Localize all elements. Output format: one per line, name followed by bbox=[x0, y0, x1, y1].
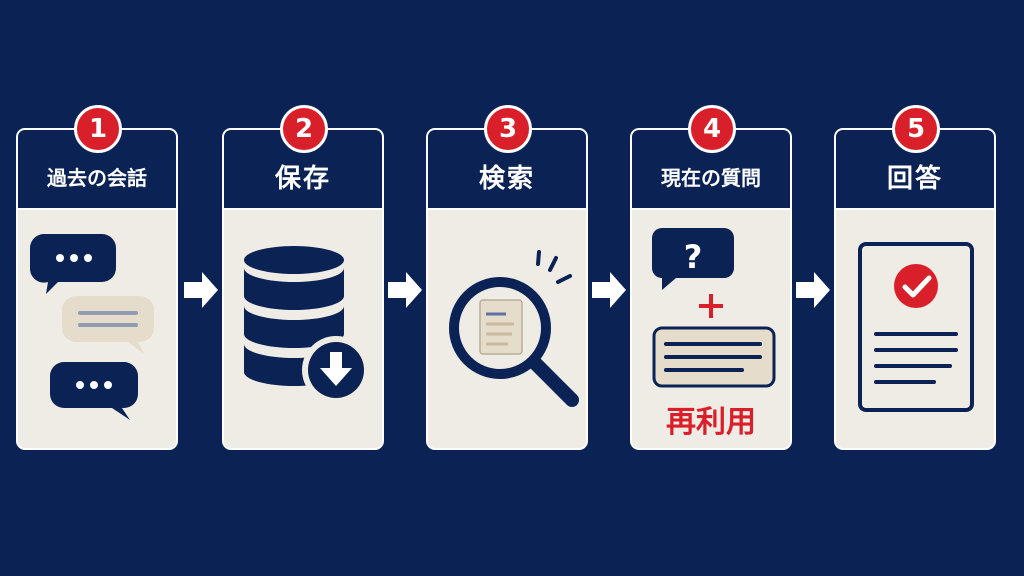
step-body: ? 再利用 bbox=[632, 210, 790, 448]
arrow-right-icon bbox=[184, 272, 218, 308]
step-card-2: 保存 bbox=[222, 128, 384, 450]
arrow-right-icon bbox=[592, 272, 626, 308]
step-card-4: 現在の質問 ? 再利用 bbox=[630, 128, 792, 450]
step-title: 保存 bbox=[274, 163, 331, 194]
step-title: 回答 bbox=[886, 163, 943, 194]
step-header: 回答 bbox=[836, 130, 994, 210]
database-download-icon bbox=[244, 246, 370, 404]
arrow-right-icon bbox=[796, 272, 830, 308]
question-plus-document-icon: ? bbox=[652, 228, 776, 388]
checked-document-icon bbox=[858, 242, 974, 412]
question-mark-icon: ? bbox=[684, 238, 703, 276]
chat-bubbles-icon bbox=[29, 234, 154, 420]
magnifier-document-icon bbox=[449, 250, 579, 407]
step-card-1: 過去の会話 bbox=[16, 128, 178, 450]
step-title: 過去の会話 bbox=[47, 165, 147, 190]
step-card-3: 検索 bbox=[426, 128, 588, 450]
step-body bbox=[428, 210, 586, 448]
step-body bbox=[18, 210, 176, 448]
step-title: 検索 bbox=[478, 163, 535, 194]
step-number-badge: 4 bbox=[688, 105, 736, 153]
step-title: 現在の質問 bbox=[661, 165, 761, 190]
arrow-right-icon bbox=[388, 272, 422, 308]
step-card-5: 回答 bbox=[834, 128, 996, 450]
step-header: 保存 bbox=[224, 130, 382, 210]
step-body bbox=[224, 210, 382, 448]
step-number-badge: 5 bbox=[892, 105, 940, 153]
step-body bbox=[836, 210, 994, 448]
step-number-badge: 3 bbox=[484, 105, 532, 153]
step-number-badge: 1 bbox=[74, 105, 122, 153]
step-number-badge: 2 bbox=[280, 105, 328, 153]
step-header: 検索 bbox=[428, 130, 586, 210]
reuse-label: 再利用 bbox=[666, 405, 756, 440]
